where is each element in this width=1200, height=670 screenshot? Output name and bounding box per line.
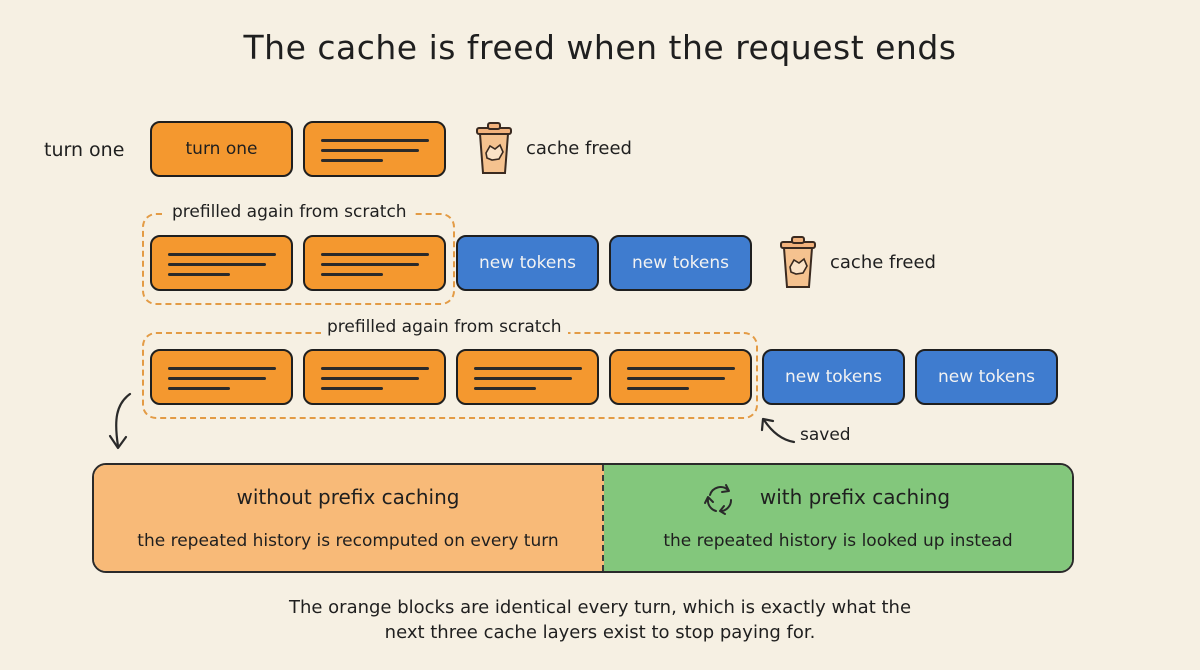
text-lines-icon — [321, 364, 431, 394]
comparison-panel: without prefix caching the repeated hist… — [92, 463, 1074, 573]
curved-arrow-icon — [760, 417, 796, 444]
text-lines-icon — [168, 250, 278, 280]
history-block — [456, 349, 599, 405]
prefilled-label: prefilled again from scratch — [321, 317, 568, 337]
cache-freed-label: cache freed — [526, 138, 632, 159]
new-tokens-label: new tokens — [938, 367, 1035, 387]
history-block — [303, 235, 446, 291]
text-lines-icon — [474, 364, 584, 394]
text-lines-icon — [321, 136, 431, 166]
footer-line: The orange blocks are identical every tu… — [288, 597, 912, 618]
new-tokens-label: new tokens — [479, 253, 576, 273]
history-block — [303, 121, 446, 177]
history-block — [303, 349, 446, 405]
new-tokens-block: new tokens — [762, 349, 905, 405]
history-block — [150, 235, 293, 291]
saved-label: saved — [800, 425, 851, 445]
new-tokens-block: new tokens — [456, 235, 599, 291]
footer-line: next three cache layers exist to stop pa… — [384, 622, 816, 643]
text-lines-icon — [321, 250, 431, 280]
footer-caption: The orange blocks are identical every tu… — [0, 595, 1200, 645]
cache-freed-label: cache freed — [830, 252, 936, 273]
new-tokens-label: new tokens — [785, 367, 882, 387]
with-caching-heading: with prefix caching — [759, 485, 951, 509]
without-caching-panel: without prefix caching the repeated hist… — [94, 465, 604, 571]
history-block — [150, 349, 293, 405]
curved-arrow-icon — [108, 392, 132, 450]
with-caching-panel: with prefix caching the repeated history… — [604, 465, 1072, 571]
new-tokens-block: new tokens — [609, 235, 752, 291]
history-block — [609, 349, 752, 405]
without-caching-heading: without prefix caching — [236, 485, 460, 509]
turn-one-block: turn one — [150, 121, 293, 177]
trash-bin-icon — [476, 122, 512, 174]
row1-label: turn one — [44, 139, 125, 161]
text-lines-icon — [168, 364, 278, 394]
recycle-icon — [704, 484, 733, 515]
text-lines-icon — [627, 364, 737, 394]
new-tokens-label: new tokens — [632, 253, 729, 273]
diagram-title: The cache is freed when the request ends — [243, 28, 957, 67]
with-caching-text: the repeated history is looked up instea… — [663, 531, 1013, 551]
prefilled-label: prefilled again from scratch — [166, 202, 413, 222]
turn-one-block-label: turn one — [185, 139, 258, 159]
without-caching-text: the repeated history is recomputed on ev… — [137, 531, 559, 551]
trash-bin-icon — [780, 236, 816, 288]
new-tokens-block: new tokens — [915, 349, 1058, 405]
